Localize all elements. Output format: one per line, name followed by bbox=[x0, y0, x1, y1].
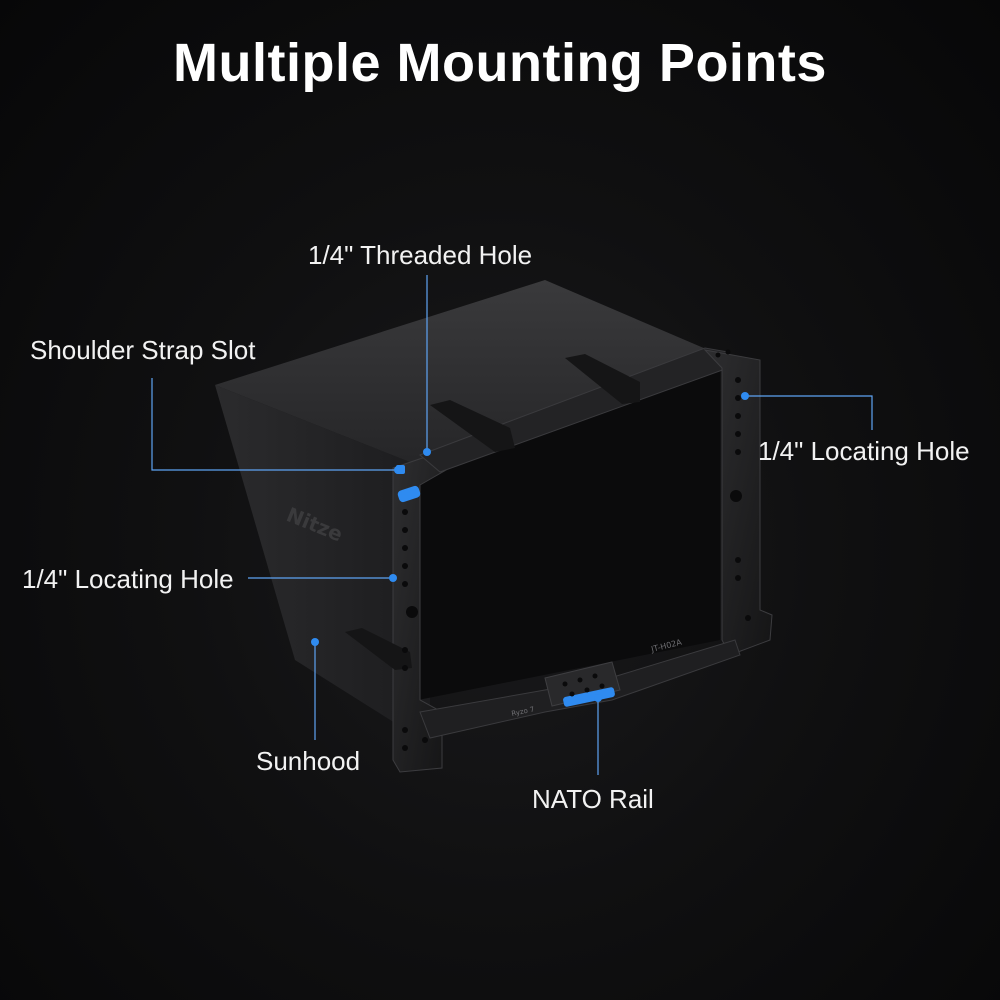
callout-nato-rail: NATO Rail bbox=[532, 784, 654, 814]
hood-clip bbox=[430, 400, 515, 452]
callout-locating-hole-right: 1/4" Locating Hole bbox=[758, 436, 970, 466]
callout-locating-hole-left: 1/4" Locating Hole bbox=[22, 564, 234, 594]
hood-clip bbox=[345, 628, 412, 670]
hood-clip bbox=[565, 354, 640, 404]
callout-sunhood: Sunhood bbox=[256, 746, 361, 776]
sunhood-top-panel bbox=[215, 280, 720, 470]
callout-shoulder-strap-slot: Shoulder Strap Slot bbox=[30, 335, 256, 365]
blue-nato-accent bbox=[563, 687, 615, 707]
page-title: Multiple Mounting Points bbox=[173, 33, 827, 93]
cage-right-upright bbox=[703, 349, 773, 656]
blue-tab-top-left bbox=[397, 485, 421, 503]
callout-threaded-hole: 1/4" Threaded Hole bbox=[308, 240, 533, 270]
nato-rail-block bbox=[544, 661, 621, 707]
